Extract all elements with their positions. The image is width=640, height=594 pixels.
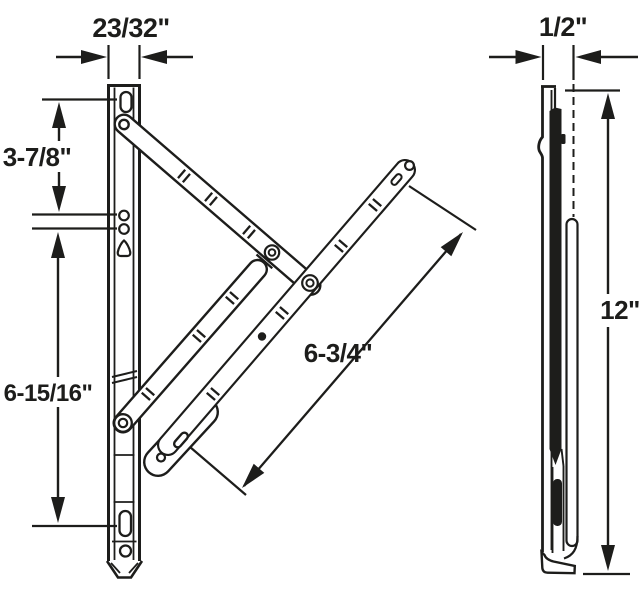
front-view — [105, 84, 416, 579]
sash-arm-hash-marks — [205, 198, 383, 401]
folded-arm-stack — [549, 107, 562, 465]
track-bottom-mounting-slot — [118, 509, 133, 538]
dim-thickness-label: 1/2" — [539, 12, 587, 42]
hinge-track — [105, 84, 144, 579]
arrowhead — [440, 232, 463, 257]
track-bottom-screw-hole — [118, 544, 133, 558]
dimension-track-width: 23/32" — [56, 13, 193, 79]
arrowhead — [601, 93, 615, 119]
sash-arm — [157, 159, 416, 456]
fasteners-and-holes — [113, 90, 416, 558]
foot-flange — [540, 548, 577, 575]
support-arm — [112, 253, 274, 434]
track-top-mounting-slot — [119, 90, 133, 114]
arrowhead — [601, 545, 615, 571]
dimension-thickness: 1/2" — [489, 12, 638, 80]
sash-arm-rivet — [301, 274, 319, 292]
dimension-upper-span: 3-7/8" — [3, 98, 117, 230]
dimension-overall-length: 12" — [565, 89, 640, 576]
side-profile — [537, 84, 579, 575]
arrowhead — [52, 102, 66, 128]
arrowhead — [51, 497, 65, 523]
dim-upper-span-label: 3-7/8" — [3, 142, 72, 172]
arrowhead — [81, 50, 107, 64]
top-pivot-hole — [118, 118, 130, 131]
arrowhead — [575, 50, 601, 64]
top-arm-hash-marks — [177, 168, 256, 240]
rivet-head-profile — [561, 134, 566, 144]
dim-lower-span-label: 6-15/16" — [4, 380, 93, 407]
sash-tip-screw-hole — [404, 160, 416, 172]
top-arm — [113, 113, 322, 296]
shoe-pivot-rivet — [113, 413, 133, 433]
track-screw-hole — [118, 223, 130, 235]
dim-overall-length-label: 12" — [600, 295, 640, 325]
side-view: 1/2" 12" — [489, 12, 640, 576]
track-screw-hole — [118, 209, 130, 222]
arrowhead — [242, 463, 265, 488]
arrowhead — [51, 232, 65, 258]
track-crimp-mark — [111, 370, 138, 378]
dimension-lower-span: 6-15/16" — [4, 232, 117, 528]
arrowhead — [515, 50, 542, 64]
bracket-screw-hole — [155, 452, 167, 463]
dim-arm-length-label: 6-3/4" — [304, 338, 373, 368]
sash-arm-edge-profile — [565, 217, 579, 548]
dimension-arm-length: 6-3/4" — [189, 185, 477, 496]
sash-tip-slot — [390, 173, 403, 186]
track-pointed-tip — [105, 560, 144, 579]
profile-left-wall — [537, 86, 544, 552]
arrowhead — [52, 186, 66, 212]
sash-arm-dimple — [257, 332, 267, 341]
support-arm-end-cap — [255, 253, 274, 270]
lower-arm-profile — [553, 479, 562, 526]
track-crimp-mark — [111, 376, 138, 384]
bracket-slot — [172, 431, 190, 449]
arrowhead — [141, 50, 167, 64]
support-arm-hash-marks — [140, 291, 240, 401]
dim-track-width-label: 23/32" — [92, 13, 169, 43]
track-teardrop-hole — [116, 239, 132, 258]
link-rivet — [263, 244, 281, 261]
